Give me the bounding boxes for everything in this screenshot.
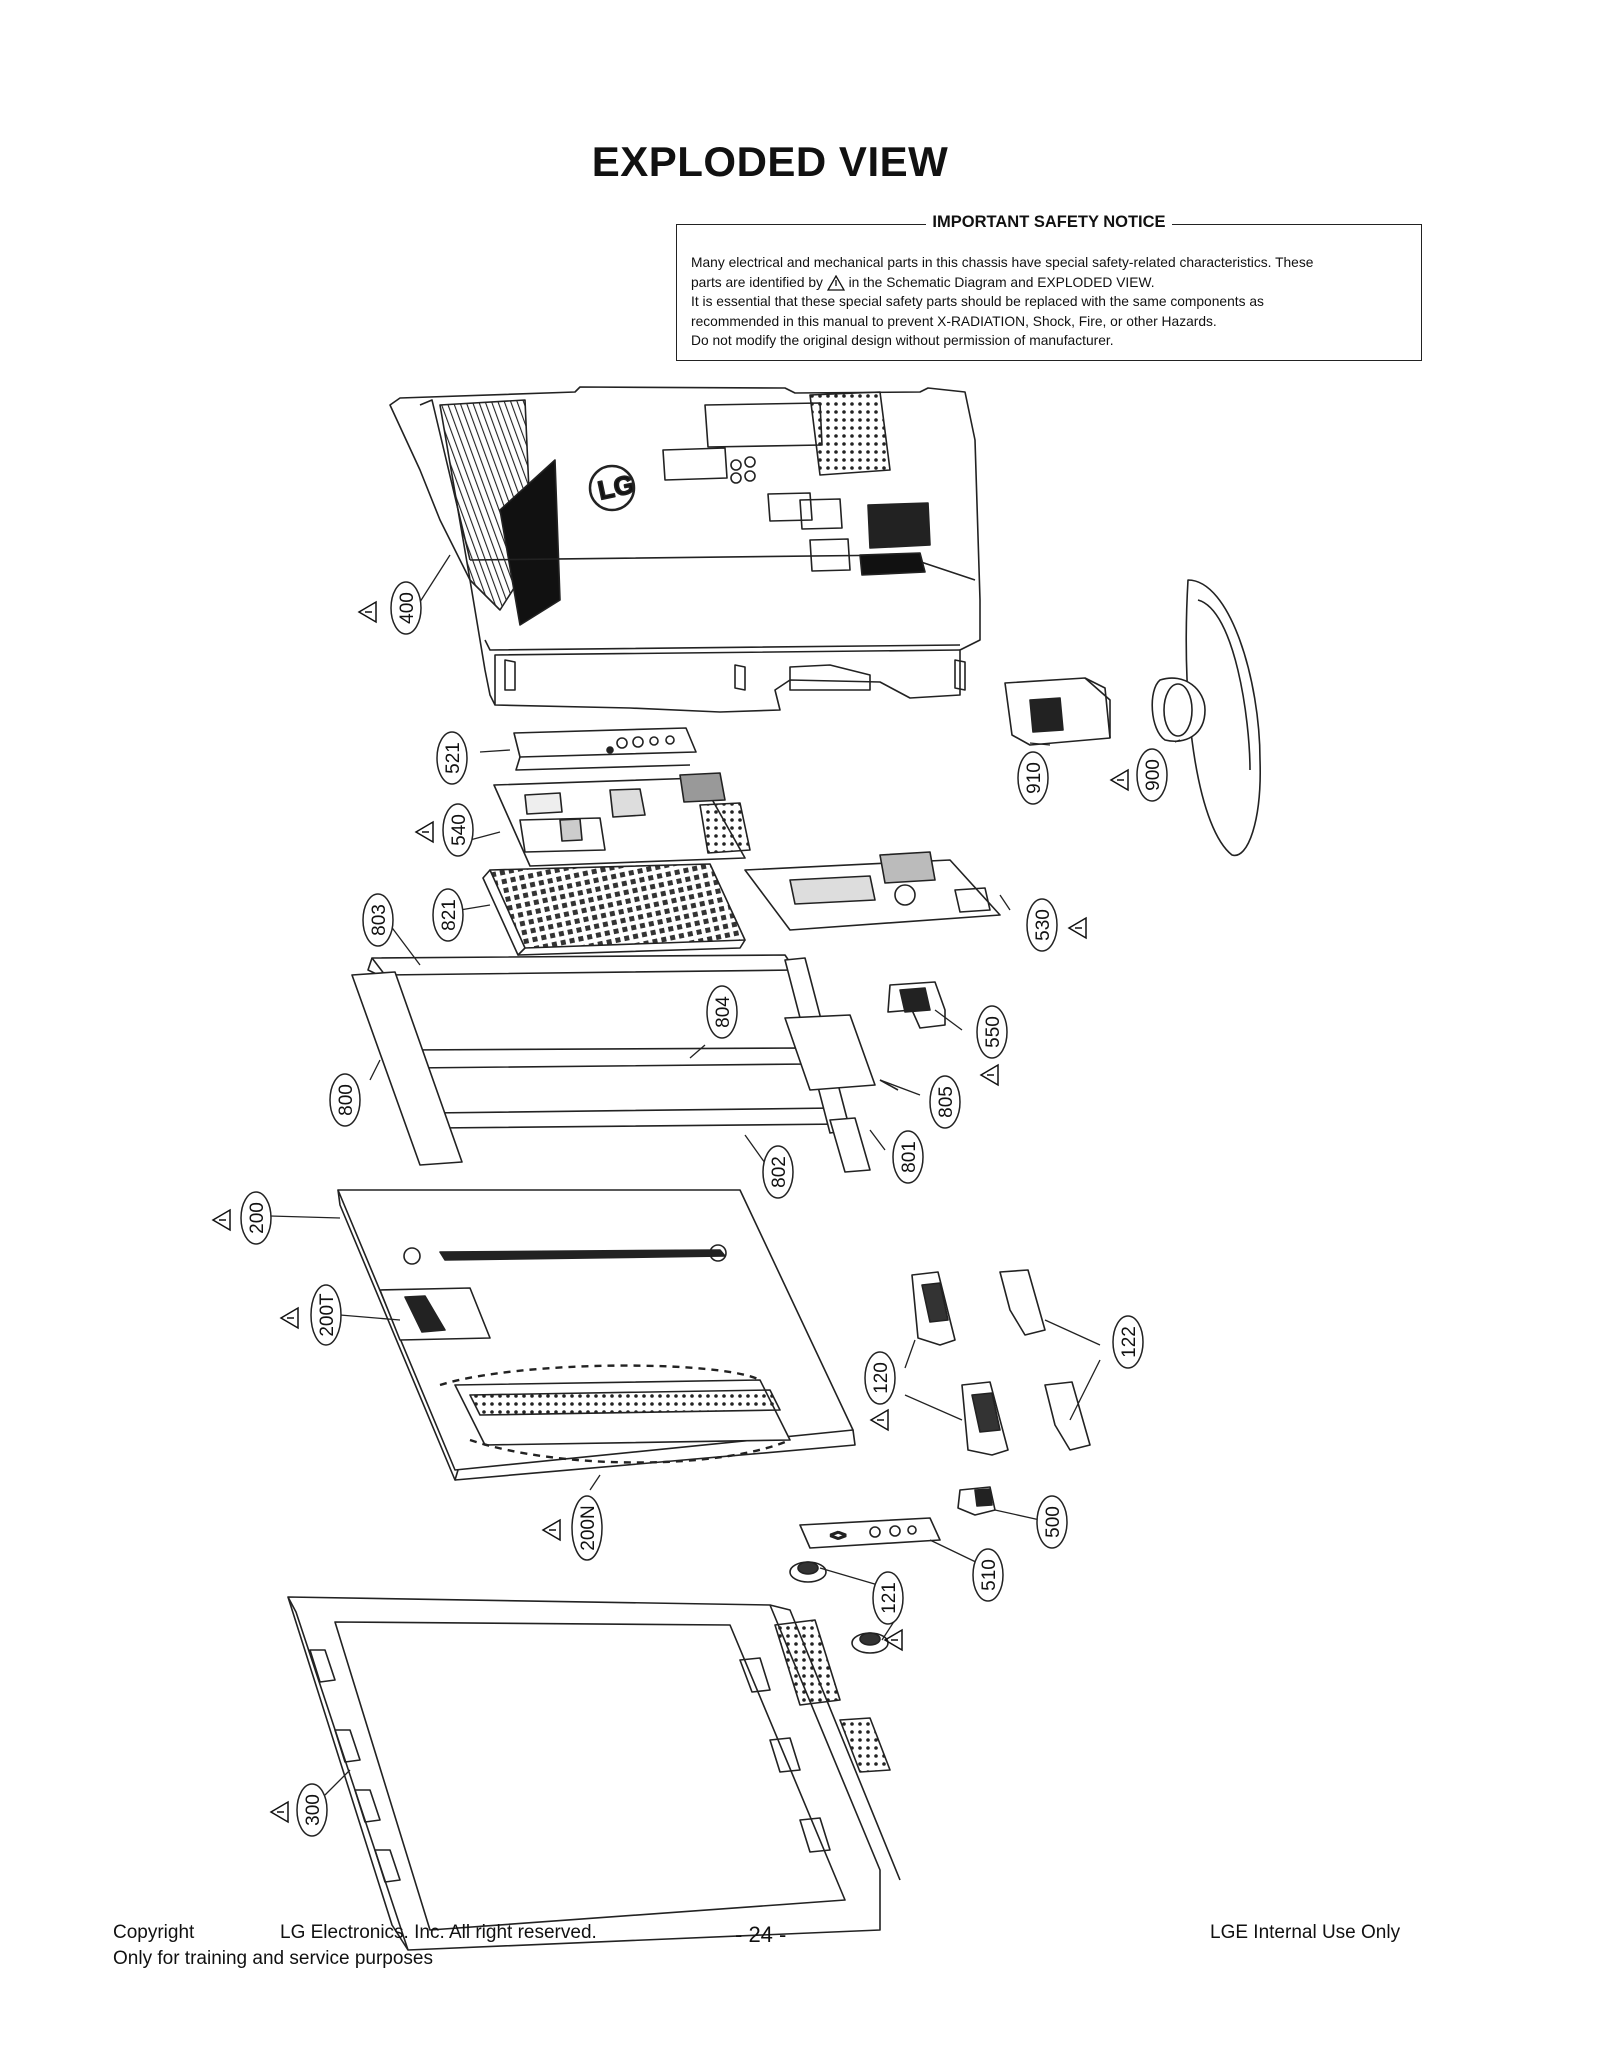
warning-triangle-icon bbox=[270, 1801, 289, 1823]
svg-text:802: 802 bbox=[769, 1156, 790, 1188]
svg-text:300: 300 bbox=[303, 1794, 324, 1826]
svg-text:900: 900 bbox=[1143, 759, 1164, 791]
callout-804: 804 bbox=[706, 985, 738, 1039]
svg-text:200N: 200N bbox=[578, 1505, 599, 1550]
svg-text:200: 200 bbox=[247, 1202, 268, 1234]
ir-board-part bbox=[957, 1486, 996, 1516]
callout-120: 120 bbox=[864, 1351, 896, 1405]
svg-text:800: 800 bbox=[336, 1084, 357, 1116]
callout-500: 500 bbox=[1036, 1495, 1068, 1549]
callout-121: 121 bbox=[872, 1571, 904, 1625]
main-board-part bbox=[493, 772, 751, 867]
callout-910: 910 bbox=[1017, 751, 1049, 805]
callout-900: 900 bbox=[1136, 748, 1168, 802]
callout-300: 300 bbox=[296, 1783, 328, 1837]
svg-text:122: 122 bbox=[1119, 1326, 1140, 1358]
warning-triangle-icon bbox=[826, 274, 845, 291]
footer-copyright: Copyright bbox=[113, 1922, 195, 1943]
warning-triangle-icon bbox=[1068, 917, 1087, 939]
svg-text:120: 120 bbox=[871, 1362, 892, 1394]
warning-triangle-icon bbox=[542, 1519, 561, 1541]
callout-802: 802 bbox=[762, 1145, 794, 1199]
footer-company: LG Electronics. Inc. All right reserved. bbox=[280, 1922, 597, 1943]
safety-notice-body: Many electrical and mechanical parts in … bbox=[691, 253, 1407, 351]
callout-510: 510 bbox=[972, 1548, 1004, 1602]
warning-triangle-icon bbox=[870, 1409, 889, 1431]
warning-triangle-icon bbox=[415, 821, 434, 843]
callout-530: 530 bbox=[1026, 898, 1058, 952]
footer-page-number: - 24 - bbox=[735, 1922, 787, 1947]
svg-text:200T: 200T bbox=[317, 1293, 338, 1337]
speaker-part bbox=[911, 1271, 1009, 1456]
safety-notice-box: IMPORTANT SAFETY NOTICE Many electrical … bbox=[676, 213, 1422, 361]
svg-text:804: 804 bbox=[713, 996, 734, 1028]
svg-text:510: 510 bbox=[979, 1559, 1000, 1591]
svg-text:803: 803 bbox=[369, 904, 390, 936]
callout-800: 800 bbox=[329, 1073, 361, 1127]
back-cover-part: LG bbox=[389, 386, 981, 713]
front-cabinet-part bbox=[287, 1596, 901, 1951]
warning-triangle-icon bbox=[980, 1064, 999, 1086]
svg-text:400: 400 bbox=[397, 592, 418, 624]
jack-bracket-part bbox=[513, 727, 697, 771]
svg-text:540: 540 bbox=[449, 814, 470, 846]
svg-text:821: 821 bbox=[439, 899, 460, 931]
footer-internal: LGE Internal Use Only bbox=[1210, 1922, 1401, 1943]
callout-821: 821 bbox=[432, 888, 464, 942]
notice-line-5: Do not modify the original design withou… bbox=[691, 333, 1114, 348]
shield-mesh-part bbox=[482, 863, 746, 956]
callout-200T: 200T bbox=[310, 1284, 342, 1346]
lg-logo-text: LG bbox=[595, 469, 637, 506]
warning-triangle-icon bbox=[212, 1209, 231, 1231]
speaker-bracket-part bbox=[999, 1269, 1091, 1451]
switch-part bbox=[887, 981, 946, 1029]
svg-text:805: 805 bbox=[936, 1086, 957, 1118]
warning-triangle-icon bbox=[358, 601, 377, 623]
svg-text:801: 801 bbox=[899, 1141, 920, 1173]
callout-805: 805 bbox=[929, 1075, 961, 1129]
safety-notice-heading: IMPORTANT SAFETY NOTICE bbox=[926, 213, 1172, 231]
callout-200N: 200N bbox=[571, 1495, 603, 1561]
svg-text:<>: <> bbox=[830, 1527, 846, 1543]
frame-rails-part bbox=[351, 954, 899, 1173]
power-board-part bbox=[744, 851, 1001, 931]
control-panel-part: <> bbox=[799, 1517, 941, 1549]
svg-text:521: 521 bbox=[443, 742, 464, 774]
lcd-module-part bbox=[337, 1189, 856, 1481]
stand-base-part bbox=[1151, 579, 1261, 857]
callout-550: 550 bbox=[976, 1005, 1008, 1059]
callout-122: 122 bbox=[1112, 1315, 1144, 1369]
svg-text:910: 910 bbox=[1024, 762, 1045, 794]
callout-801: 801 bbox=[892, 1130, 924, 1184]
callout-540: 540 bbox=[442, 803, 474, 857]
notice-line-4: recommended in this manual to prevent X-… bbox=[691, 313, 1217, 329]
footer-purpose: Only for training and service purposes bbox=[113, 1948, 433, 1969]
svg-text:500: 500 bbox=[1043, 1506, 1064, 1538]
page-title: EXPLODED VIEW bbox=[591, 138, 949, 185]
callout-521: 521 bbox=[436, 731, 468, 785]
notice-line-1: Many electrical and mechanical parts in … bbox=[691, 255, 1314, 270]
stand-hinge-part bbox=[1004, 677, 1111, 746]
warning-triangle-icon bbox=[280, 1307, 299, 1329]
callout-200: 200 bbox=[240, 1191, 272, 1245]
notice-line-2: parts are identified by in the Schematic… bbox=[691, 274, 1155, 291]
svg-text:121: 121 bbox=[879, 1582, 900, 1614]
knob-part bbox=[789, 1561, 889, 1654]
svg-text:550: 550 bbox=[983, 1016, 1004, 1048]
svg-text:530: 530 bbox=[1033, 909, 1054, 941]
leader-lines bbox=[269, 554, 1181, 1796]
callout-400: 400 bbox=[390, 581, 422, 635]
notice-line-3: It is essential that these special safet… bbox=[691, 294, 1264, 309]
callout-803: 803 bbox=[362, 893, 394, 947]
warning-triangle-icon bbox=[1110, 769, 1129, 791]
